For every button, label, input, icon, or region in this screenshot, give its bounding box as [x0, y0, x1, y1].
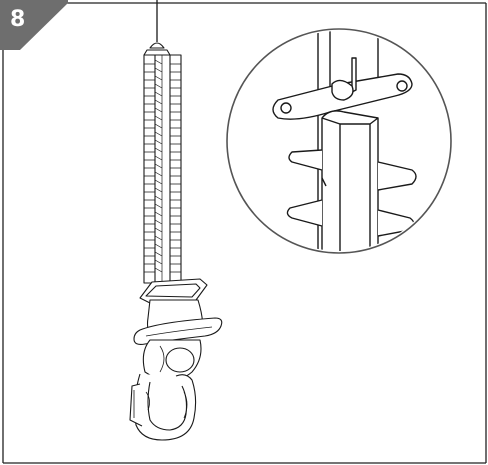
step-number: 8 [10, 7, 26, 32]
step-badge [0, 0, 68, 50]
hanging-hook-detail-icon [226, 28, 452, 254]
hedge-trimmer-hanging-icon [129, 42, 223, 441]
